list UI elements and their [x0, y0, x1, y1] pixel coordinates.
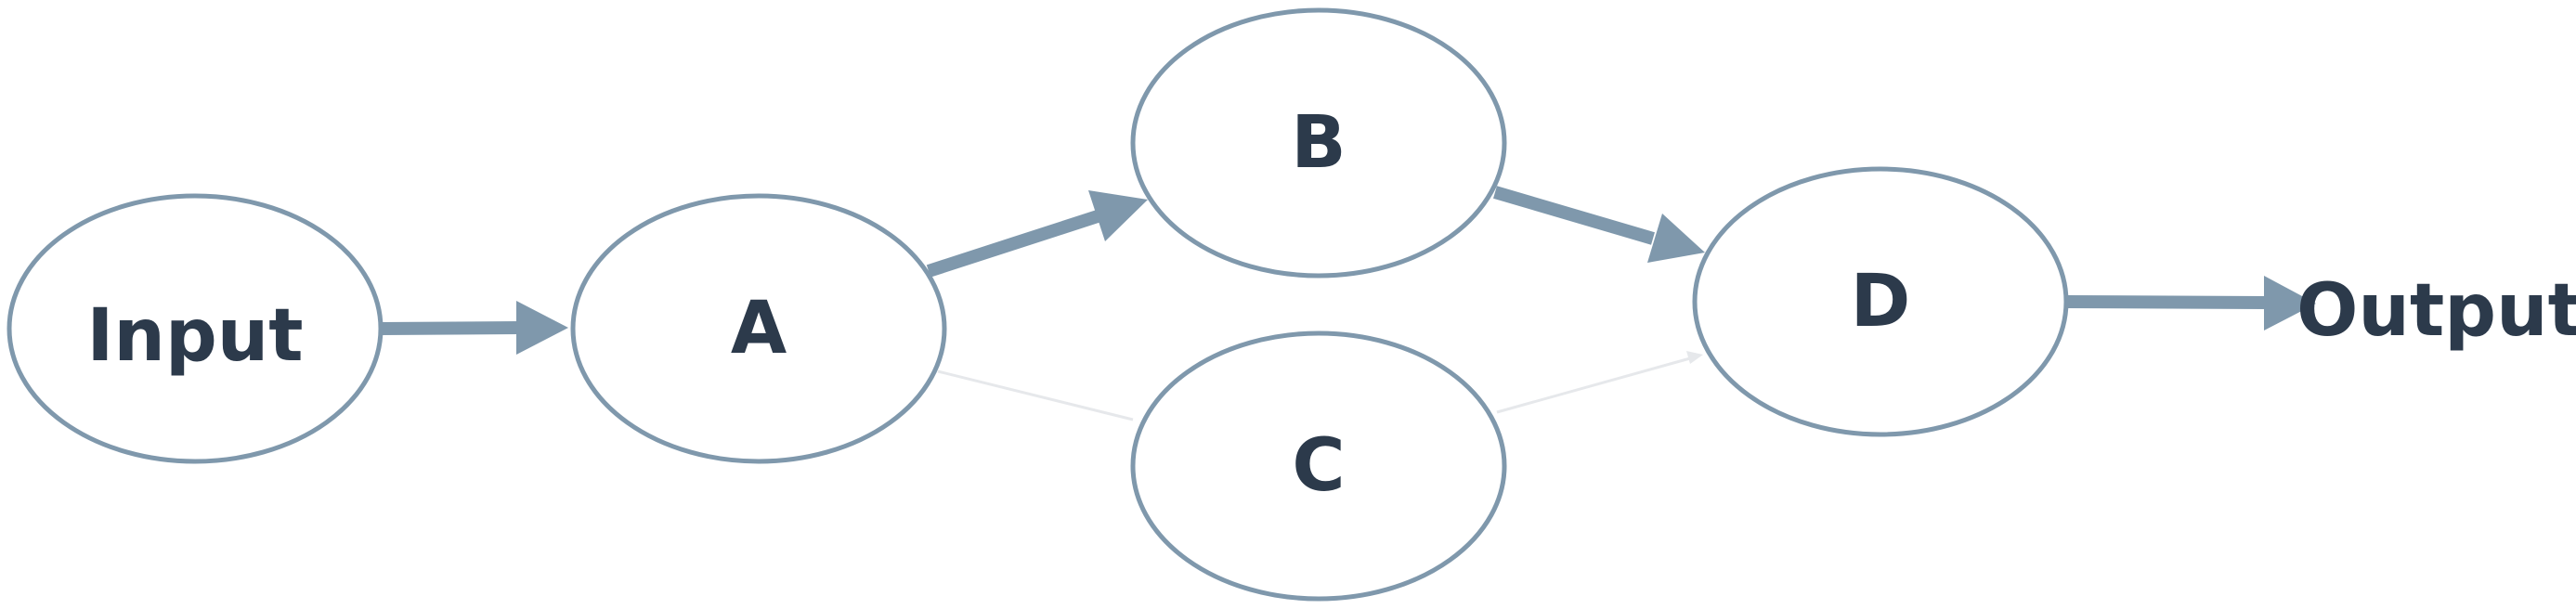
node-b: B	[1130, 7, 1507, 279]
edge-a-to-b	[926, 190, 1148, 278]
node-a: A	[570, 193, 947, 464]
node-d-label: D	[1851, 260, 1911, 343]
node-d: D	[1692, 166, 2069, 437]
node-c-label: C	[1292, 424, 1345, 508]
node-input-label: Input	[86, 294, 303, 378]
edge-c-to-d	[1496, 351, 1703, 414]
node-b-label: B	[1291, 101, 1346, 185]
node-output: Output	[2296, 269, 2576, 353]
node-input: Input	[7, 193, 384, 464]
edge-input-to-a	[380, 301, 568, 355]
edge-d-to-output	[2066, 276, 2316, 330]
node-c: C	[1130, 330, 1507, 602]
node-a-label: A	[731, 287, 787, 370]
edge-a-to-c	[937, 369, 1134, 421]
edges	[380, 186, 2316, 421]
edge-b-to-d	[1493, 186, 1705, 263]
node-output-label: Output	[2296, 269, 2576, 353]
